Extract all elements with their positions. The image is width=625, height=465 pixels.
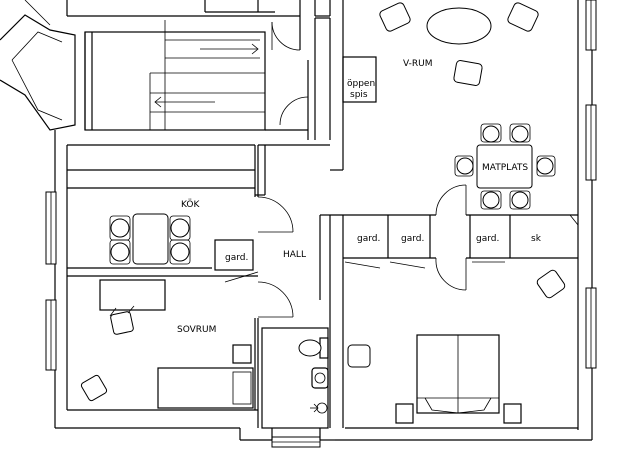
staircase (84, 20, 266, 131)
armchair-2 (507, 2, 539, 32)
door-kitchen (257, 196, 294, 233)
nightstand-left (395, 403, 414, 424)
armchair-bedroom (80, 374, 108, 402)
fireplace (342, 56, 377, 103)
fireplace-label-line2: spis (350, 90, 368, 100)
wardrobe-kitchen (214, 239, 259, 283)
hall-walls (319, 214, 331, 428)
window-bottom-bath (271, 436, 321, 448)
toilet (298, 337, 329, 359)
room-label-matplats: MATPLATS (482, 163, 528, 173)
room-label-sovrum: SOVRUM (177, 325, 216, 335)
door-stair-top (271, 16, 301, 51)
window-right-1 (585, 0, 597, 51)
oval-table (426, 7, 492, 45)
desk (99, 279, 166, 311)
wardrobe-label-1: gard. (357, 234, 380, 244)
door-bedroom (212, 275, 294, 318)
window-right-2 (585, 104, 597, 181)
room-label-hall: HALL (283, 250, 306, 260)
sink (311, 367, 329, 389)
double-bed (416, 334, 500, 414)
armchair-3 (453, 60, 483, 86)
nightstand (232, 344, 252, 364)
room-label-kok: KÖK (181, 199, 200, 210)
desk-chair (109, 305, 135, 335)
wardrobe-label-3: gard. (476, 234, 499, 244)
closet-label-sk: sk (531, 234, 542, 244)
door-double (435, 184, 467, 291)
closet-row (330, 214, 579, 269)
bed-single (157, 367, 254, 409)
nightstand-right (503, 403, 522, 424)
kitchen-table (109, 213, 191, 265)
fireplace-label-line1: öppen (347, 79, 375, 89)
bay-window (0, 0, 76, 131)
armchair-1 (379, 2, 411, 32)
floor-drain (310, 402, 328, 414)
bedroom-walls (254, 318, 259, 428)
kitchen-walls (67, 144, 330, 277)
window-left-bedroom (45, 299, 57, 371)
armchair-master-2 (536, 269, 566, 299)
wardrobe-label-kitchen: gard. (225, 253, 248, 263)
window-right-3 (585, 287, 597, 369)
outer-walls (54, 0, 593, 441)
door-stair-bottom (265, 17, 331, 140)
dining-table (454, 123, 556, 210)
armchair-master-1 (347, 344, 371, 368)
wardrobe-label-2: gard. (401, 234, 424, 244)
window-left-kitchen (45, 191, 57, 265)
room-label-v-rum: V-RUM (403, 59, 432, 69)
